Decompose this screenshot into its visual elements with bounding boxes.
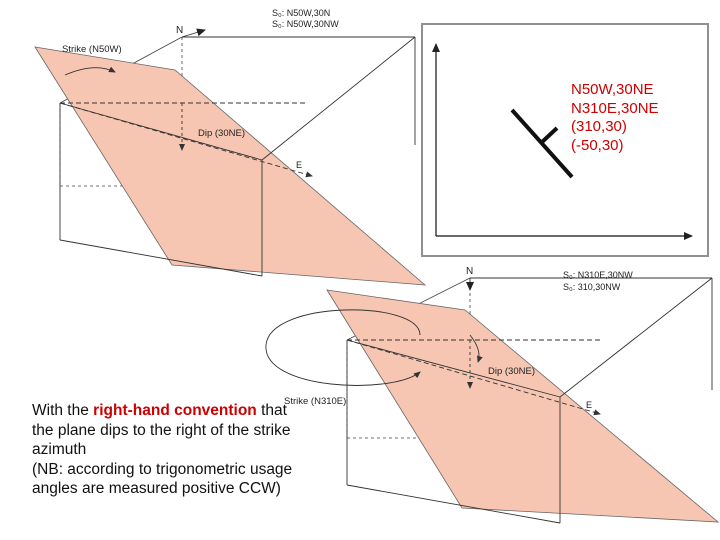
inset-notation-1: N50W,30NE — [571, 81, 654, 98]
rotation-arrow — [265, 309, 421, 386]
top-construction-lines — [59, 28, 313, 178]
caption-part1: With the — [32, 402, 94, 419]
caption: With the right-hand convention that the … — [32, 401, 302, 499]
inset-notation-2: N310E,30NE — [571, 99, 659, 117]
bottom-s0-line2: S₀: 310,30NW — [563, 282, 621, 292]
bottom-box-front — [346, 277, 713, 524]
bottom-construction-lines — [265, 278, 601, 416]
inset-notation-4: (-50,30) — [571, 136, 624, 154]
caption-highlight: right-hand convention — [93, 402, 257, 419]
top-east-label: E — [296, 160, 302, 170]
bottom-block: N Strike (N310E) Dip (30NE) E S₀: N310E,… — [265, 266, 720, 524]
inset-notation-3: (310,30) — [571, 118, 627, 135]
bottom-strike-label: Strike (N310E) — [284, 396, 346, 407]
top-plane — [34, 46, 427, 286]
top-block: N Strike (N50W) Dip (30NE) E S₀: N50W,30… — [34, 8, 427, 286]
top-dip-label: Dip (30NE) — [198, 128, 245, 139]
inset-notations: N50W,30NE N310E,30NE (310,30) (-50,30) — [571, 81, 659, 155]
top-strike-label: Strike (N50W) — [62, 44, 122, 55]
caption-part2: that the plane dips to the right of the … — [32, 402, 291, 459]
top-s0-line1: S₀: N50W,30N — [272, 8, 330, 18]
inset-box — [421, 23, 709, 257]
inset-dip-tick — [539, 126, 559, 145]
bottom-east-label: E — [586, 400, 592, 410]
bottom-dip-label: Dip (30NE) — [488, 366, 535, 377]
caption-part3: (NB: according to trigonometric usage an… — [32, 460, 293, 498]
top-s0-line2: S₀: N50W,30NW — [272, 19, 339, 29]
bottom-plane — [326, 289, 720, 523]
top-north-label: N — [176, 25, 183, 36]
bottom-s0-line1: S₀: N310E,30NW — [563, 270, 633, 280]
bottom-north-label: N — [466, 266, 473, 277]
